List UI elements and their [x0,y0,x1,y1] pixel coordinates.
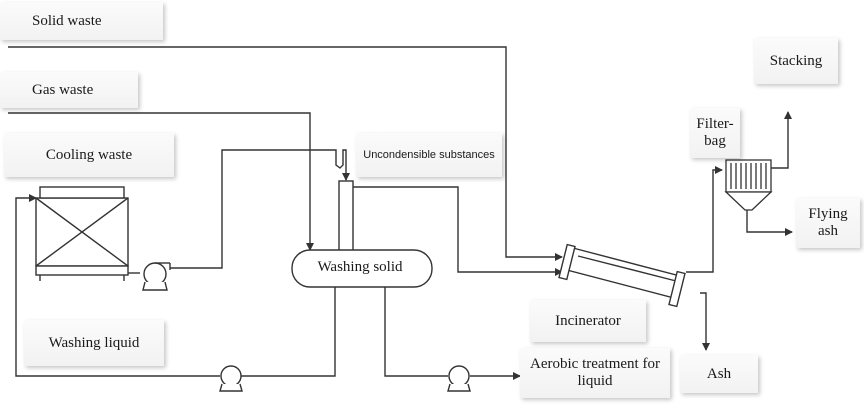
pump-icon [219,365,243,392]
flying-ash-line [746,210,793,236]
stacking-line [771,111,792,169]
pump-icon [447,365,471,392]
cooling-waste-line [170,149,350,269]
gas-waste-line [8,112,314,251]
filter-bag-icon [724,159,773,211]
flying-ash-label: Flying ash [796,198,860,248]
washing-solid-outlet-line [384,287,448,377]
washing-liquid-label: Washing liquid [24,320,164,366]
aerobic-treatment-label: Aerobic treatment for liquid [520,348,670,398]
solid-waste-line [8,46,563,261]
washing-liquid-return [15,194,220,377]
washing-column-icon [338,180,354,254]
stacking-label: Stacking [754,38,838,84]
solid-waste-label: Solid waste [0,2,163,40]
washing-liquid-loop [241,287,336,377]
washing-solid-label: Washing solid [306,252,414,282]
ash-label: Ash [680,355,758,393]
tower-to-incinerator-line [353,186,563,276]
filter-bag-label: Filter- bag [690,108,740,158]
ash-line [700,292,710,351]
cooling-tower-icon [35,186,129,281]
pump-icon [142,262,171,291]
uncondensible-substances-label: Uncondensible substances [356,133,502,177]
gas-waste-label: Gas waste [0,72,138,108]
cooling-waste-label: Cooling waste [4,133,174,177]
incinerator-to-filter-line [686,166,723,273]
incinerator-icon [558,243,686,308]
incinerator-label: Incinerator [530,300,646,342]
